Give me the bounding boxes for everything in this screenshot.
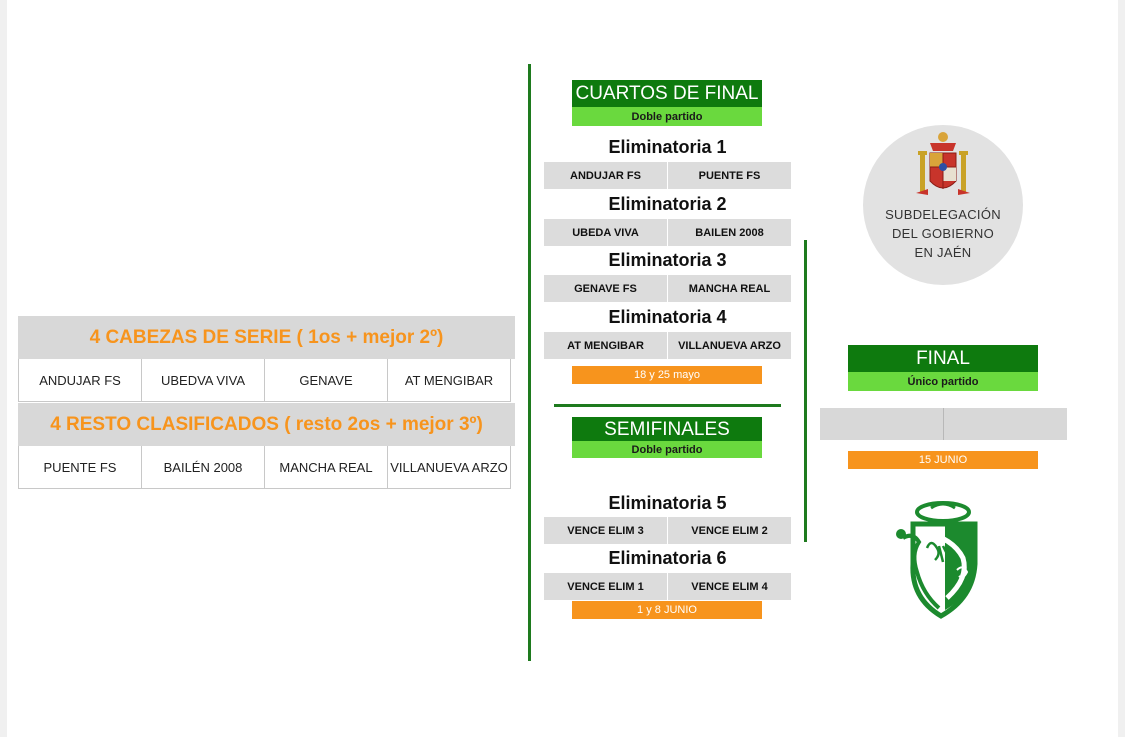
quarterfinals-dates: 18 y 25 mayo (572, 366, 762, 384)
seed-cell: AT MENGIBAR (388, 359, 511, 401)
semifinal-match: VENCE ELIM 1 VENCE ELIM 4 (544, 573, 791, 600)
seed-cell: VILLANUEVA ARZO (388, 446, 511, 488)
tie-title: Eliminatoria 5 (608, 493, 727, 513)
home-team: VENCE ELIM 1 (544, 573, 668, 600)
real-jaen-crest-icon (896, 501, 978, 619)
semifinals-subtitle: Doble partido (572, 441, 762, 458)
seal-text-line: SUBDELEGACIÓN (885, 207, 1001, 222)
quarterfinals-title: CUARTOS DE FINAL (572, 80, 762, 107)
seeded-teams-row: ANDUJAR FS UBEDVA VIVA GENAVE AT MENGIBA… (18, 359, 511, 402)
tie-title: Eliminatoria 2 (608, 194, 727, 214)
away-team (944, 408, 1067, 440)
seal-text-line: EN JAÉN (914, 245, 972, 260)
seed-cell: UBEDVA VIVA (142, 359, 265, 401)
away-team: VENCE ELIM 2 (691, 524, 768, 537)
semifinals-dates: 1 y 8 JUNIO (572, 601, 762, 619)
bracket-divider (554, 404, 781, 407)
away-team: VILLANUEVA ARZO (678, 339, 781, 352)
home-team: GENAVE FS (544, 275, 668, 302)
final-match (820, 408, 1067, 440)
tie-title: Eliminatoria 6 (608, 548, 727, 568)
home-team: ANDUJAR FS (544, 162, 668, 189)
seed-cell: PUENTE FS (19, 446, 142, 488)
home-team: UBEDA VIVA (544, 219, 668, 246)
final-date: 15 JUNIO (848, 451, 1038, 469)
away-team: PUENTE FS (698, 169, 761, 182)
government-seal: SUBDELEGACIÓN DEL GOBIERNO EN JAÉN (863, 125, 1023, 285)
quarterfinal-match: AT MENGIBAR VILLANUEVA ARZO (544, 332, 791, 359)
quarterfinal-match: UBEDA VIVA BAILEN 2008 (544, 219, 791, 246)
seed-cell: GENAVE (265, 359, 388, 401)
away-team: MANCHA REAL (688, 282, 771, 295)
tie-title: Eliminatoria 3 (608, 250, 727, 270)
seed-cell: ANDUJAR FS (19, 359, 142, 401)
seeded-teams-header: 4 CABEZAS DE SERIE ( 1os + mejor 2º) (18, 316, 515, 359)
final-subtitle: Único partido (848, 372, 1038, 391)
other-qualified-header: 4 RESTO CLASIFICADOS ( resto 2os + mejor… (18, 403, 515, 446)
final-title: FINAL (848, 345, 1038, 372)
coat-of-arms-icon (916, 132, 970, 195)
away-team: VENCE ELIM 4 (691, 580, 768, 593)
document-page: 4 CABEZAS DE SERIE ( 1os + mejor 2º) AND… (7, 0, 1118, 737)
seal-text-line: DEL GOBIERNO (891, 226, 995, 241)
home-team (820, 408, 944, 440)
semifinal-match: VENCE ELIM 3 VENCE ELIM 2 (544, 517, 791, 544)
other-qualified-row: PUENTE FS BAILÉN 2008 MANCHA REAL VILLAN… (18, 446, 511, 489)
tie-title: Eliminatoria 1 (608, 137, 727, 157)
quarterfinal-match: ANDUJAR FS PUENTE FS (544, 162, 791, 189)
home-team: VENCE ELIM 3 (544, 517, 668, 544)
bracket-line-middle (804, 240, 807, 542)
seed-cell: MANCHA REAL (265, 446, 388, 488)
home-team: AT MENGIBAR (544, 332, 668, 359)
quarterfinal-match: GENAVE FS MANCHA REAL (544, 275, 791, 302)
away-team: BAILEN 2008 (695, 226, 764, 239)
bracket-line-left (528, 64, 531, 661)
semifinals-title: SEMIFINALES (572, 417, 762, 441)
seed-cell: BAILÉN 2008 (142, 446, 265, 488)
quarterfinals-subtitle: Doble partido (572, 107, 762, 126)
tie-title: Eliminatoria 4 (608, 307, 727, 327)
